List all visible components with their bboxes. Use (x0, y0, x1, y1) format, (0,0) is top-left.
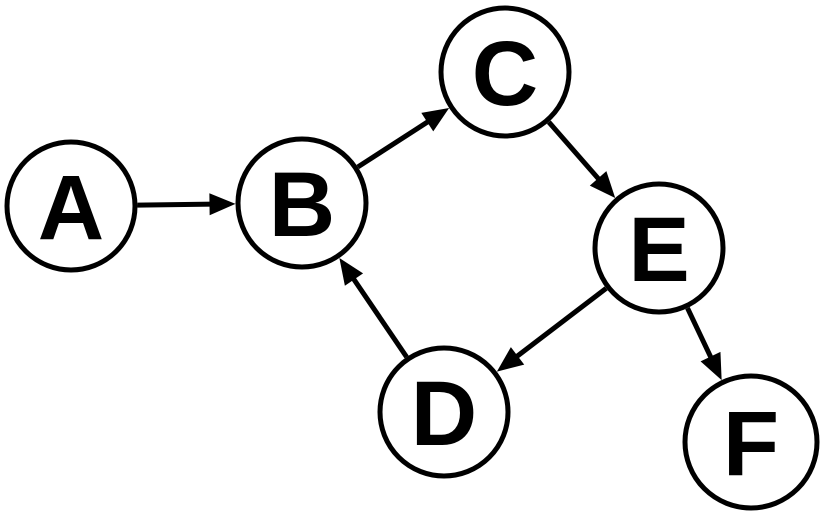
node-label: E (628, 199, 689, 301)
node-circle[interactable] (4, 139, 138, 273)
nodes-layer: A B C D EF (4, 5, 820, 511)
node-label: D (411, 363, 477, 465)
edge-line (356, 118, 432, 170)
edge-line (546, 120, 602, 183)
graph-edge-e-f: E to F (685, 307, 722, 381)
node-circle[interactable] (592, 181, 726, 315)
graph-edge-e-d: E to D (496, 286, 608, 372)
arrowhead-icon (421, 108, 450, 132)
arrowhead-icon (700, 351, 722, 381)
node-circle[interactable] (235, 136, 369, 270)
arrowhead-icon (496, 347, 525, 372)
arrowhead-icon (339, 258, 364, 286)
node-circle[interactable] (377, 345, 511, 479)
graph-node-f[interactable]: F (682, 373, 820, 511)
graph-node-e[interactable]: E (592, 181, 726, 315)
arrowhead-icon (209, 193, 236, 216)
graph-edge-d-b: D to B (339, 258, 409, 359)
graph-node-c[interactable]: C (438, 5, 572, 139)
graph-node-a[interactable]: A (4, 139, 138, 273)
edge-line (513, 286, 608, 360)
edge-line (350, 275, 409, 359)
node-label: A (38, 157, 104, 259)
node-label: C (472, 23, 538, 125)
node-label: F (723, 393, 779, 495)
edges-layer: A to B B to C C to E E to D D to B E to F (137, 108, 722, 381)
graph-edge-b-c: B to C (356, 108, 450, 170)
graph-node-b[interactable]: B (235, 136, 369, 270)
arrowhead-icon (589, 171, 616, 198)
edge-line (685, 307, 715, 361)
graph-edge-a-b: A to B (137, 193, 236, 216)
node-label: B (269, 154, 335, 256)
edge-line (137, 201, 213, 208)
graph-node-d[interactable]: D (377, 345, 511, 479)
node-circle[interactable] (682, 373, 820, 511)
node-circle[interactable] (438, 5, 572, 139)
graph-edge-c-e: C to E (546, 120, 616, 198)
